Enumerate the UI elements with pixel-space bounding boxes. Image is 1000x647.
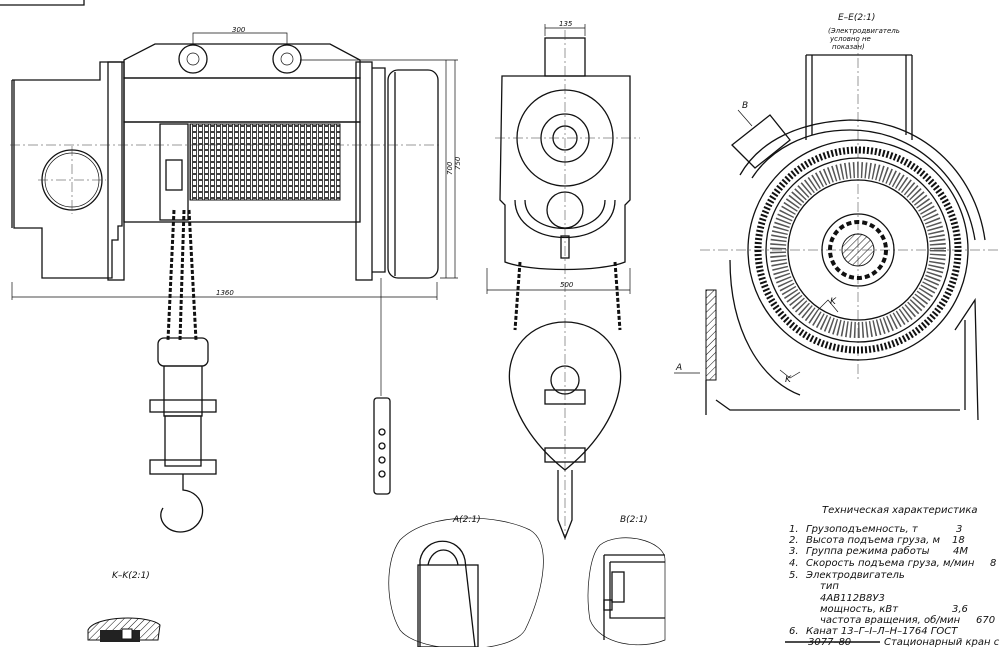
bearing xyxy=(821,213,895,287)
gearbox-housing xyxy=(12,61,123,279)
side-hook-shank xyxy=(557,470,573,540)
rope-num: 6. xyxy=(789,626,799,637)
side-housing xyxy=(499,75,631,271)
technical-characteristics: Техническая характеристика 1. Грузоподъе… xyxy=(785,505,1000,647)
spec-num: 3. xyxy=(789,546,799,557)
spec-value: 18 xyxy=(952,535,965,546)
spec-value: 4М xyxy=(953,546,968,557)
section-k-label: K–K(2:1) xyxy=(112,571,150,581)
section-e-note-2: условно не xyxy=(829,35,871,43)
front-view: 300 1360 700 750 xyxy=(10,26,462,533)
hoist-rope xyxy=(166,209,198,341)
title-block-text: Стационарный кран с xyxy=(884,637,1000,647)
mark-a: A xyxy=(675,363,682,373)
dim-135: 135 xyxy=(559,20,573,28)
motor-speed-value: 670 xyxy=(976,615,995,626)
detail-a-label: A(2:1) xyxy=(452,515,481,525)
top-frame xyxy=(123,43,361,79)
rope-spec: Канат 13–Г–I–Л–Н–1764 ГОСТ xyxy=(806,626,958,637)
wheel-right xyxy=(272,44,302,74)
hook xyxy=(160,474,204,533)
specs-title: Техническая характеристика xyxy=(822,505,978,516)
spec-num: 4. xyxy=(789,558,799,569)
spec-num: 5. xyxy=(789,570,799,581)
terminal-box xyxy=(731,114,791,169)
hook-block xyxy=(149,337,217,533)
drum-cover xyxy=(123,77,361,123)
spec-label: Высота подъема груза, м xyxy=(806,535,940,546)
section-k-k: K–K(2:1) xyxy=(87,571,161,642)
motor-type-value: 4АВ112В8У3 xyxy=(820,593,885,604)
sheet-frame-corner xyxy=(0,0,85,6)
rope-drum xyxy=(189,123,341,201)
dim-1360: 1360 xyxy=(216,289,234,297)
mark-b: B xyxy=(742,101,748,111)
motor-power-label: мощность, кВт xyxy=(820,604,899,615)
spec-label: Грузоподъемность, т xyxy=(806,524,919,535)
drum-housing xyxy=(123,121,361,223)
motor-speed-label: частота вращения, об/мин xyxy=(820,614,961,626)
side-hook-block xyxy=(508,321,622,471)
pendant-control xyxy=(373,397,391,495)
mark-k1: K xyxy=(830,297,837,307)
section-e-note-1: (Электродвигатель xyxy=(828,27,900,35)
spec-label: Группа режима работы xyxy=(806,545,930,557)
wheel-left xyxy=(178,44,208,74)
dim-700: 700 xyxy=(446,161,454,175)
motor-mount xyxy=(805,54,913,140)
spec-num: 2. xyxy=(789,535,799,546)
dim-500: 500 xyxy=(560,281,574,289)
spec-label: Скорость подъема груза, м/мин xyxy=(806,558,975,569)
side-view: 135 500 xyxy=(486,20,640,540)
detail-b-label: B(2:1) xyxy=(620,515,648,525)
spec-num: 1. xyxy=(789,524,799,535)
dim-300: 300 xyxy=(232,26,246,34)
drum-outer xyxy=(747,139,969,361)
motor xyxy=(387,69,439,279)
right-flange xyxy=(355,61,373,281)
section-e-label: E–E(2:1) xyxy=(838,13,875,23)
spec-label: Электродвигатель xyxy=(805,570,905,581)
spec-value: 8 xyxy=(990,558,996,569)
dim-line-1360 xyxy=(11,282,438,300)
dim-750: 750 xyxy=(454,156,462,170)
section-e-note-3: показан) xyxy=(832,43,865,51)
mark-k2: K xyxy=(785,375,792,385)
detail-a: A(2:1) xyxy=(388,515,544,647)
drum-hatched xyxy=(770,162,946,338)
motor-type-label: тип xyxy=(820,581,839,592)
detail-b: B(2:1) xyxy=(587,515,666,646)
spec-value: 3 xyxy=(956,524,962,535)
section-e-e: E–E(2:1) (Электродвигатель условно не по… xyxy=(674,13,1000,421)
motor-power-value: 3,6 xyxy=(952,604,968,615)
